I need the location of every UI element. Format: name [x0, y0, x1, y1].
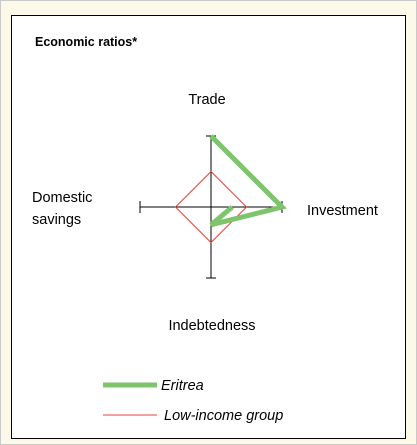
axis-label-indebtedness: Indebtedness — [168, 318, 255, 334]
legend: Eritrea Low-income group — [103, 378, 283, 424]
legend-label-low-income-group: Low-income group — [164, 408, 283, 424]
series-line-eritrea — [209, 134, 287, 228]
series-line-low-income-group — [174, 170, 248, 244]
radar-axes — [139, 135, 283, 279]
axis-label-trade: Trade — [188, 92, 225, 108]
axis-label-investment: Investment — [307, 203, 378, 219]
radar-series — [174, 134, 287, 244]
chart-panel — [11, 15, 406, 439]
chart-title: Economic ratios* — [35, 35, 137, 49]
legend-label-eritrea: Eritrea — [161, 378, 204, 394]
